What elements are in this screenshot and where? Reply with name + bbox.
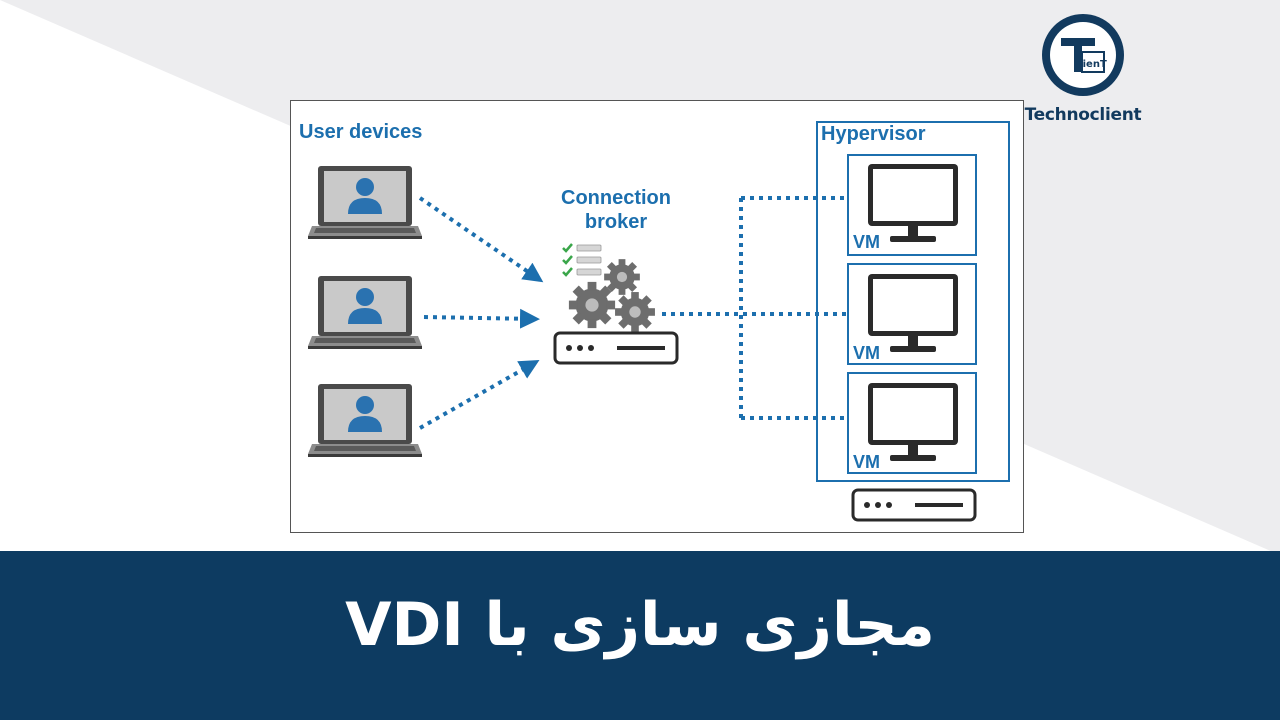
connection-arrow — [423, 308, 540, 329]
footer-title: مجازی سازی با VDI — [345, 590, 935, 660]
checklist-icon — [562, 243, 602, 277]
vm-label: VM — [853, 452, 880, 472]
footer-banner: مجازی سازی با VDI — [0, 551, 1280, 720]
hypervisor-label: Hypervisor — [821, 123, 926, 145]
laptop-user-icon — [308, 276, 422, 349]
logo-small-text: lienT — [1079, 59, 1107, 70]
connection-broker-label: Connection broker — [546, 186, 686, 234]
connection-arrow — [418, 196, 544, 283]
vdi-diagram: User devices Connection broker Hyperviso… — [290, 100, 1024, 533]
broker-label-line2: broker — [584, 211, 648, 233]
diagram-canvas — [290, 100, 1024, 533]
hypervisor-server-icon — [851, 488, 977, 522]
vm-label: VM — [853, 343, 880, 363]
logo-mark-icon: lienT — [1042, 14, 1124, 96]
user-devices-label: User devices — [299, 121, 423, 143]
vm-label: VM — [853, 232, 880, 252]
laptop-user-icon — [308, 384, 422, 457]
hypervisor-box — [816, 121, 1010, 482]
vm-connections — [662, 196, 846, 420]
brand-name: Technoclient — [1024, 105, 1142, 125]
broker-label-line1: Connection — [561, 187, 671, 209]
brand-logo: lienT Technoclient — [1020, 12, 1146, 130]
laptop-user-icon — [308, 166, 422, 239]
connection-arrow — [419, 360, 540, 430]
broker-server-icon — [553, 331, 679, 365]
